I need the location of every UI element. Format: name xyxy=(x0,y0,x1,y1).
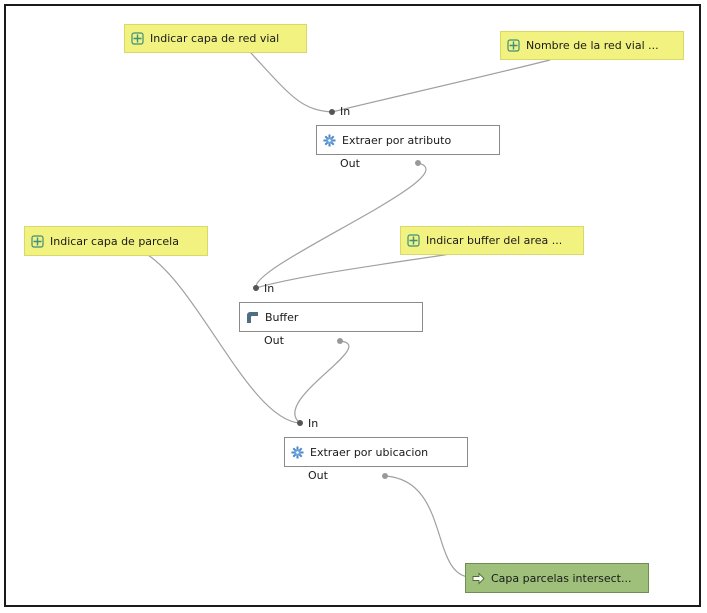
wire-buffer-out-to-ubicacion-in xyxy=(294,340,350,424)
input-label: Nombre de la red vial ... xyxy=(526,39,659,52)
port-label-in: In xyxy=(340,105,351,118)
input-node-parcela[interactable]: Indicar capa de parcela xyxy=(24,226,208,256)
output-node-capa-parcelas[interactable]: Capa parcelas intersect... xyxy=(465,563,649,593)
input-label: Indicar capa de parcela xyxy=(50,234,179,248)
arrow-right-icon xyxy=(472,571,485,585)
wire-nombre-to-in xyxy=(331,59,551,113)
wire-parcela-to-ubicacion-in xyxy=(147,254,301,424)
input-node-nombre-red-vial[interactable]: Nombre de la red vial ... xyxy=(500,31,684,60)
port-atributo-in xyxy=(329,109,335,115)
algorithm-node-extraer-por-atributo[interactable]: Extraer por atributo xyxy=(316,125,500,155)
port-label-out: Out xyxy=(264,334,284,347)
port-ubicacion-in xyxy=(297,420,303,426)
wire-red-vial-to-in xyxy=(249,51,333,113)
plus-grid-icon xyxy=(407,234,420,247)
algorithm-label: Extraer por atributo xyxy=(342,133,452,147)
algorithm-node-buffer[interactable]: Buffer xyxy=(239,302,423,332)
port-label-out: Out xyxy=(308,469,328,482)
input-node-buffer-area[interactable]: Indicar buffer del area ... xyxy=(400,226,584,255)
plus-grid-icon xyxy=(131,32,144,45)
buffer-icon xyxy=(246,311,259,324)
plus-grid-icon xyxy=(31,234,44,248)
wire-buffer-area-to-in xyxy=(255,253,451,289)
plus-grid-icon xyxy=(507,39,520,52)
port-label-in: In xyxy=(308,417,319,430)
port-atributo-out xyxy=(415,160,421,166)
output-label: Capa parcelas intersect... xyxy=(491,571,632,585)
port-label-out: Out xyxy=(340,157,360,170)
port-buffer-out xyxy=(337,338,343,344)
algorithm-label: Extraer por ubicacion xyxy=(310,445,429,459)
wire-atributo-out-to-buffer-in xyxy=(255,162,427,289)
port-buffer-in xyxy=(253,285,259,291)
gear-icon xyxy=(291,446,304,459)
wire-ubicacion-out-to-result xyxy=(384,475,471,578)
port-ubicacion-out xyxy=(382,473,388,479)
input-label: Indicar buffer del area ... xyxy=(426,234,563,247)
port-label-in: In xyxy=(264,282,275,295)
algorithm-label: Buffer xyxy=(265,310,299,324)
gear-icon xyxy=(323,134,336,147)
input-node-red-vial[interactable]: Indicar capa de red vial xyxy=(124,24,307,53)
algorithm-node-extraer-por-ubicacion[interactable]: Extraer por ubicacion xyxy=(284,437,468,467)
input-label: Indicar capa de red vial xyxy=(150,32,280,45)
